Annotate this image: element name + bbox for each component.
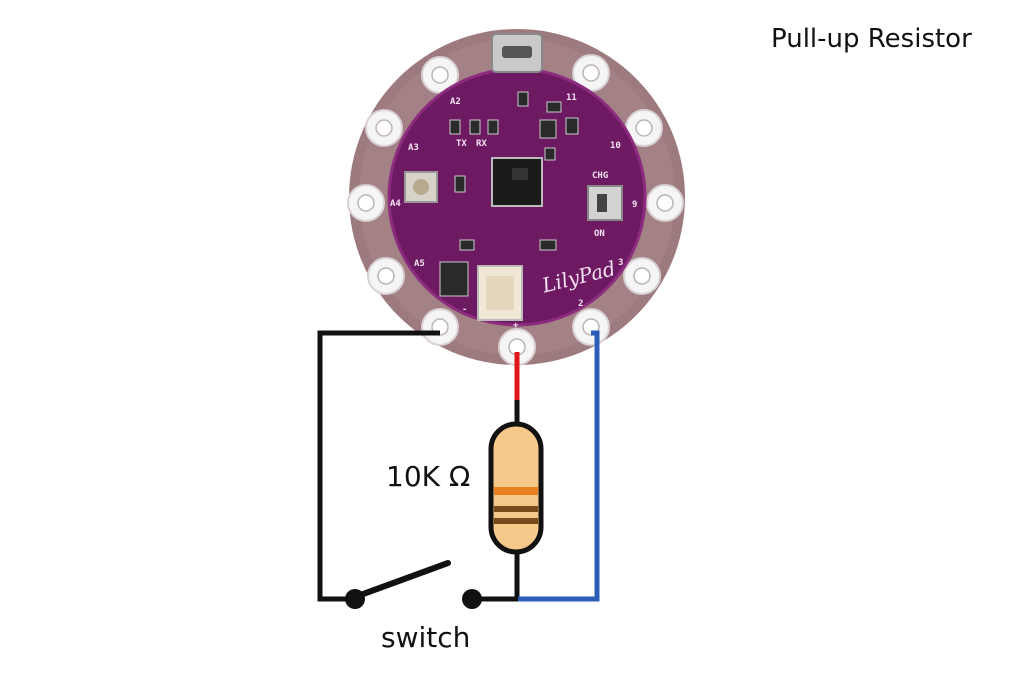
pin-label-plus: + [513, 321, 519, 331]
resistor-band-brown-1 [494, 506, 538, 512]
chip-logo [512, 168, 528, 180]
lilypad-board: A2 TX RX 11 A3 10 CHG A4 9 ON A5 3 2 - +… [347, 29, 685, 366]
power-switch-slider [597, 194, 607, 212]
switch-label: switch [381, 621, 471, 654]
switch-lever [352, 560, 451, 600]
pad-holes [357, 64, 674, 356]
pad-hole [635, 119, 653, 137]
pad-hole [582, 64, 600, 82]
pad-hole [633, 267, 651, 285]
smd-part [469, 119, 481, 135]
resistor-band-brown-2 [494, 518, 538, 524]
microcontroller-chip [491, 157, 543, 207]
resistor [488, 421, 544, 555]
pin-label-chg: CHG [592, 171, 608, 181]
pin-label-minus: - [462, 305, 467, 315]
pin-label-a2: A2 [450, 97, 461, 107]
pin-label-a4: A4 [390, 199, 401, 209]
smd-part [544, 147, 556, 161]
switch [345, 560, 482, 609]
pad-hole [375, 119, 393, 137]
smd-part [487, 119, 499, 135]
pin-label-3: 3 [618, 258, 623, 268]
smd-part [565, 117, 579, 135]
pin-label-on: ON [594, 229, 605, 239]
smd-part [459, 239, 475, 251]
battery-connector-inner [486, 276, 514, 310]
pin-label-rx: RX [476, 139, 487, 149]
signal-wire-blue [518, 330, 600, 602]
smd-part [449, 119, 461, 135]
resistor-label: 10K Ω [386, 460, 471, 493]
diagram-title: Pull-up Resistor [771, 24, 972, 54]
pad-hole [431, 66, 449, 84]
smd-part [546, 101, 562, 113]
ground-wire [317, 330, 440, 602]
switch-right-terminal [462, 589, 482, 609]
smd-part [539, 239, 557, 251]
pad-hole [656, 194, 674, 212]
pin-label-2: 2 [578, 299, 583, 309]
pad-hole [357, 194, 375, 212]
smd-part [517, 91, 529, 107]
voltage-regulator [439, 261, 469, 297]
pin-label-tx: TX [456, 139, 467, 149]
pin-label-11: 11 [566, 93, 577, 103]
reset-button-cap [413, 179, 429, 195]
pin-label-10: 10 [610, 141, 621, 151]
pin-label-9: 9 [632, 200, 637, 210]
resistor-band-orange [494, 487, 538, 495]
usb-port [502, 46, 532, 58]
smd-part [454, 175, 466, 193]
smd-components [439, 91, 579, 297]
pin-label-a3: A3 [408, 143, 419, 153]
pin-label-a5: A5 [414, 259, 425, 269]
smd-part [539, 119, 557, 139]
pad-hole [377, 267, 395, 285]
